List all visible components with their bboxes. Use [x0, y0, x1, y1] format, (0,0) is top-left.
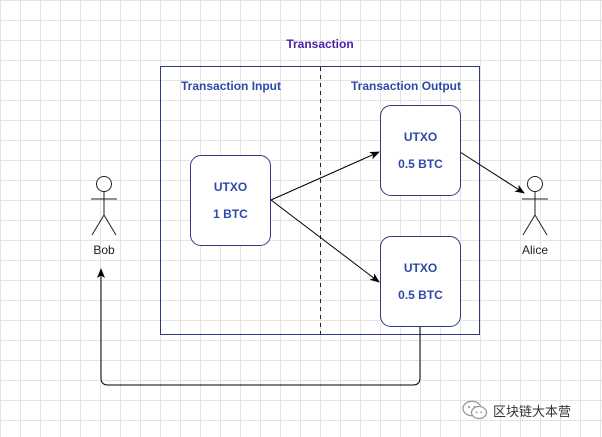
input-section-label: Transaction Input: [181, 79, 282, 93]
arrow-output-to-alice: [459, 151, 525, 194]
input-utxo-amount: 1 BTC: [213, 207, 248, 221]
input-utxo-box: UTXO 1 BTC: [190, 155, 271, 246]
output-section-label: Transaction Output: [351, 79, 462, 93]
arrow-change-to-bob: [97, 268, 421, 386]
arrow-input-to-output-bottom: [270, 199, 380, 283]
diagram-title: Transaction: [286, 37, 354, 51]
output-utxo-amount: 0.5 BTC: [398, 157, 443, 171]
wechat-icon: [462, 400, 488, 420]
transaction-frame: [160, 66, 480, 335]
alice-actor-icon: [522, 176, 548, 236]
output-utxo-amount: 0.5 BTC: [398, 288, 443, 302]
output-utxo-box-top: UTXO 0.5 BTC: [380, 105, 461, 196]
output-utxo-name: UTXO: [403, 261, 438, 275]
input-utxo-name: UTXO: [213, 180, 248, 194]
output-utxo-name: UTXO: [403, 130, 438, 144]
bob-label: Bob: [93, 243, 115, 257]
alice-label: Alice: [521, 243, 548, 257]
arrow-input-to-output-top: [270, 151, 380, 201]
bob-actor-icon: [91, 176, 117, 236]
watermark-text: 区块链大本营: [493, 404, 572, 420]
output-utxo-box-bottom: UTXO 0.5 BTC: [380, 236, 461, 327]
watermark: 区块链大本营: [462, 400, 571, 420]
